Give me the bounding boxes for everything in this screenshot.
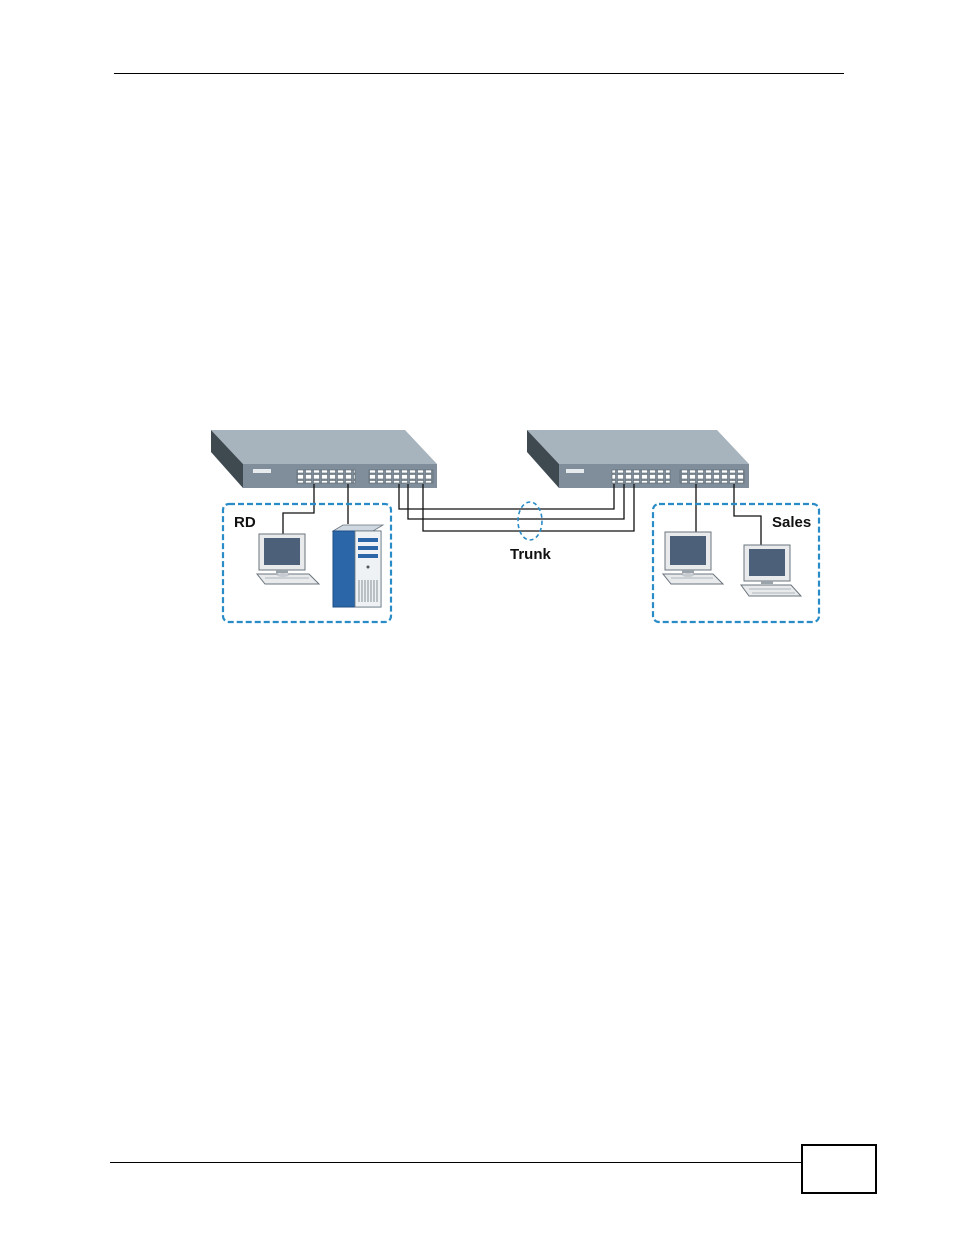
switch-left xyxy=(211,430,437,488)
rd-computer-icon xyxy=(257,534,319,584)
trunk-label: Trunk xyxy=(510,546,551,563)
switch-right xyxy=(527,430,749,488)
rd-server-icon xyxy=(333,525,383,607)
trunk-ellipse xyxy=(518,502,542,540)
trunk-diagram: Trunk RD xyxy=(193,408,821,630)
sales-computer-icon-1 xyxy=(663,532,723,584)
trunk-cables xyxy=(399,484,634,531)
group-sales: Sales xyxy=(653,504,819,622)
cable-sales-pc2 xyxy=(734,484,761,545)
group-rd: RD xyxy=(223,504,391,622)
footer-rule xyxy=(110,1162,802,1163)
header-rule xyxy=(114,73,844,74)
sales-computer-icon-2 xyxy=(741,545,801,596)
cable-rd-pc xyxy=(283,484,314,536)
page-number-box xyxy=(801,1144,877,1194)
group-rd-label: RD xyxy=(234,514,256,531)
group-sales-label: Sales xyxy=(772,514,811,531)
